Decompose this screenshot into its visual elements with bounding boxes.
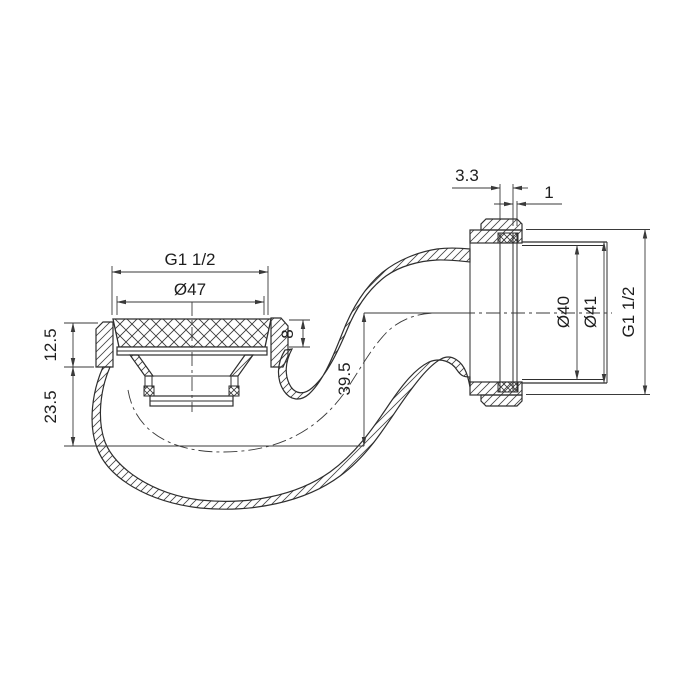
dim-label-trap-depth: 39.5 (335, 362, 354, 395)
dimension-outlet-bore: Ø40 (554, 244, 580, 381)
outlet-flange-top-cap (480, 218, 523, 231)
dim-label-washer-thickness: 1 (544, 183, 553, 202)
centerlines (127, 302, 612, 453)
dim-label-grate-diameter: Ø47 (174, 280, 206, 299)
dim-label-grate-height: 8 (278, 329, 297, 338)
dimension-rim-depth: 12.5 (41, 322, 98, 368)
trap-body (91, 247, 471, 510)
dim-label-body-depth: 23.5 (41, 390, 60, 423)
outlet-washer-bottom (497, 381, 519, 393)
dimension-grate-diameter: Ø47 (116, 280, 265, 315)
dimension-body-depth: 23.5 (41, 366, 364, 447)
dim-label-flange-offset: 3.3 (455, 166, 479, 185)
dimension-outlet-od: Ø41 (581, 241, 607, 384)
trap-upper-wall (277, 247, 471, 400)
dimension-outlet-thread: G1 1/2 (526, 228, 650, 396)
dimension-washer-thickness: 1 (494, 183, 562, 226)
outlet-flange-bottom-cap (480, 394, 523, 407)
dim-label-rim-depth: 12.5 (41, 328, 60, 361)
outlet-washer-top (497, 232, 519, 244)
dimension-grate-height: 8 (278, 319, 310, 348)
dimension-thread-top: G1 1/2 (111, 250, 269, 315)
outlet-tailpipe (522, 241, 608, 384)
insert-oring-right (228, 385, 240, 397)
strainer-flange-left (95, 321, 114, 368)
dim-label-outlet-thread: G1 1/2 (619, 286, 638, 337)
dim-label-outlet-od: Ø41 (581, 296, 600, 328)
insert-wedge-right (228, 354, 255, 377)
strainer-assembly (95, 317, 289, 407)
dim-label-thread-top: G1 1/2 (164, 250, 215, 269)
insert-wedge-left (128, 354, 155, 377)
flow-centerline (127, 312, 437, 453)
dimension-trap-depth: 39.5 (335, 312, 462, 447)
strainer-insert (128, 354, 255, 407)
dim-label-outlet-bore: Ø40 (554, 296, 573, 328)
insert-oring-left (143, 385, 155, 397)
outlet-connector (469, 218, 608, 407)
